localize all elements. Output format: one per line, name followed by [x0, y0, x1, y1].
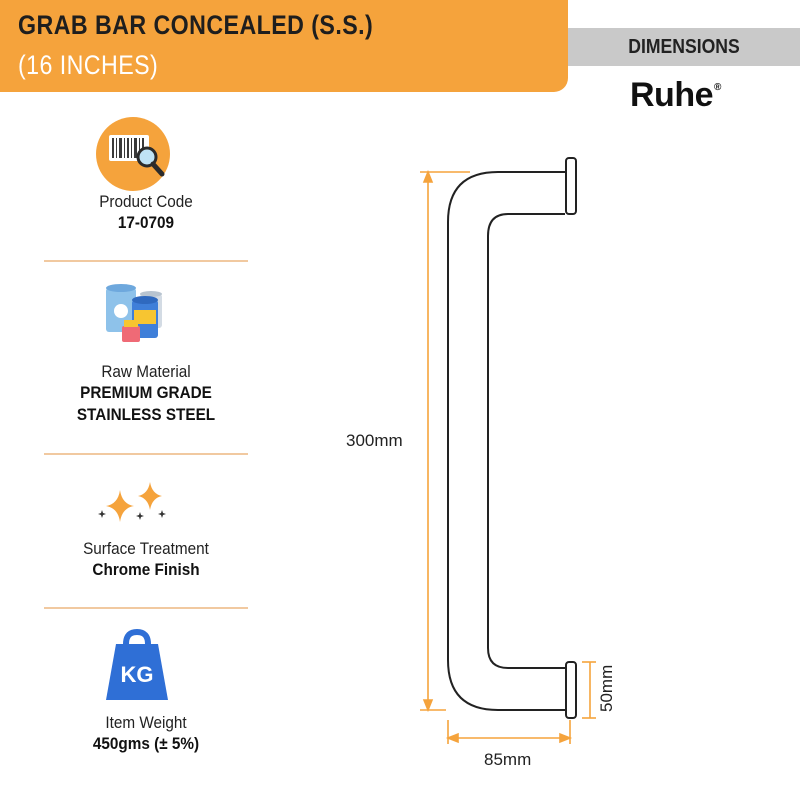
- height-dimension-label: 300mm: [346, 431, 403, 450]
- height-dimension-line: [420, 169, 470, 713]
- brand-registered-mark: ®: [714, 82, 721, 93]
- sparkles-icon: [98, 480, 170, 530]
- spec-product-code: Product Code 17-0709: [44, 192, 248, 234]
- brand-name: Ruhe: [630, 76, 714, 114]
- spec-item-weight: Item Weight 450gms (± 5%): [44, 713, 248, 755]
- spec-label: Surface Treatment: [83, 539, 209, 558]
- dimensions-banner: DIMENSIONS: [568, 28, 800, 66]
- material-cans-icon: [104, 284, 168, 348]
- spec-value: 17-0709: [117, 213, 175, 232]
- header-banner: GRAB BAR CONCEALED (S.S.) (16 INCHES): [0, 0, 568, 92]
- grab-bar-dimension-drawing: 300mm 85mm 50mm: [346, 157, 616, 769]
- spec-value-line-1: PREMIUM GRADE: [80, 383, 212, 402]
- kg-weight-icon: KG: [104, 628, 170, 704]
- grab-bar-outline: [447, 171, 565, 711]
- depth-dimension-label: 50mm: [597, 665, 616, 712]
- dimensions-label: DIMENSIONS: [628, 36, 740, 58]
- width-dimension-line: [445, 720, 573, 744]
- divider: [44, 453, 248, 455]
- bottom-wall-flange: [565, 661, 577, 719]
- product-subtitle: (16 INCHES): [18, 50, 159, 80]
- spec-label: Product Code: [99, 192, 193, 211]
- spec-raw-material: Raw Material PREMIUM GRADE STAINLESS STE…: [44, 362, 248, 426]
- product-title: GRAB BAR CONCEALED (S.S.): [18, 10, 374, 40]
- spec-value: 450gms (± 5%): [92, 734, 200, 753]
- kg-label: KG: [121, 662, 154, 687]
- spec-value: Chrome Finish: [92, 560, 200, 579]
- spec-surface-treatment: Surface Treatment Chrome Finish: [44, 539, 248, 581]
- divider: [44, 607, 248, 609]
- spec-label: Item Weight: [105, 713, 187, 732]
- spec-value-line-2: STAINLESS STEEL: [76, 405, 216, 424]
- depth-dimension-line: [582, 661, 596, 719]
- divider: [44, 260, 248, 262]
- width-dimension-label: 85mm: [484, 750, 531, 769]
- barcode-magnifier-icon: [96, 116, 176, 196]
- top-wall-flange: [565, 157, 577, 215]
- spec-label: Raw Material: [101, 362, 191, 381]
- brand-logo: Ruhe®: [630, 76, 721, 115]
